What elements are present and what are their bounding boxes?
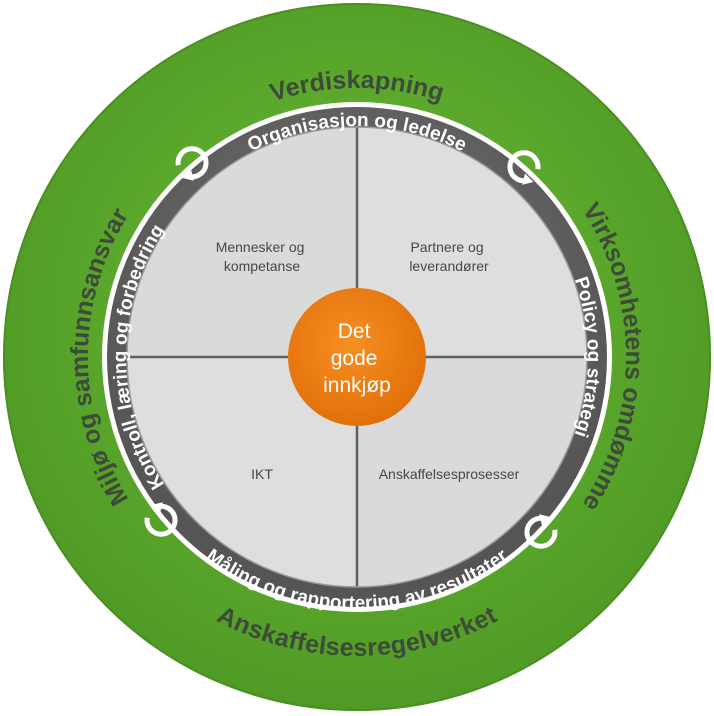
quadrant-disc-edge: [126, 126, 588, 588]
quadrant-label-bottom-right: Anskaffelsesprosesser: [379, 466, 520, 482]
quadrant-label-top-right: Partnere og leverandører: [409, 239, 489, 274]
cycle-arrow-icon: [524, 514, 558, 549]
cycle-arrow-icon: [175, 146, 209, 181]
core-circle: [288, 288, 426, 426]
cycle-arrow-icon: [144, 502, 178, 537]
outer-green-ring-edge: [3, 3, 711, 711]
quadrant-label-bottom-left: IKT: [251, 466, 273, 482]
cycle-arrow-icon: [507, 150, 541, 185]
quadrant-label-top-left: Mennesker og kompetanse: [216, 239, 309, 274]
core-label: Det gode innkjøp: [323, 320, 391, 397]
